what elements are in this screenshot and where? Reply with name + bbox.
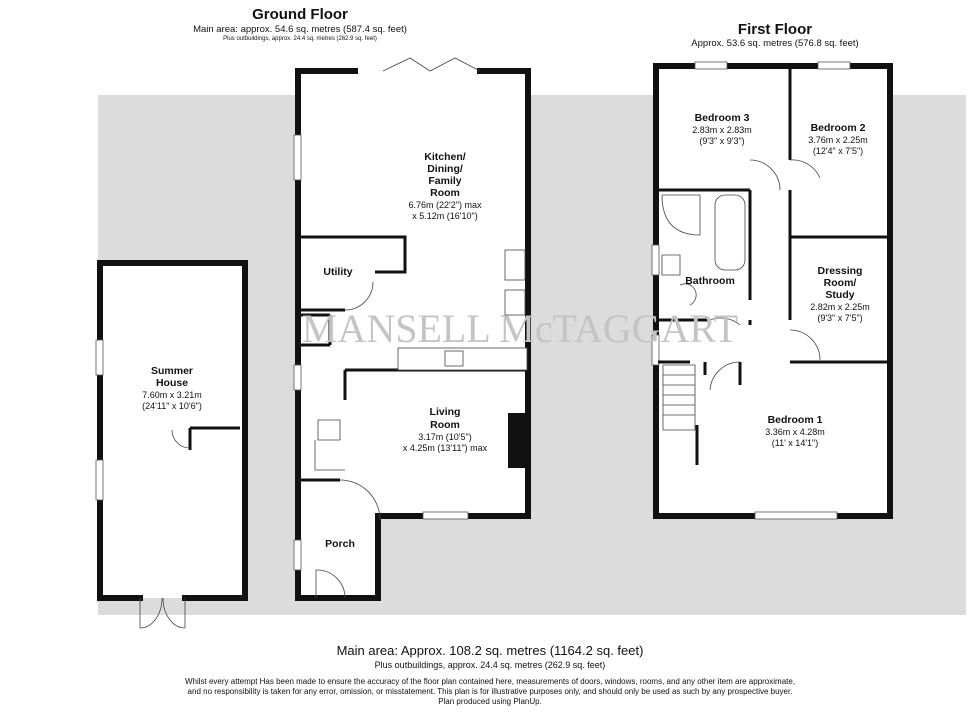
ground-floor-area: Main area: approx. 54.6 sq. metres (587.… bbox=[193, 24, 407, 35]
svg-text:Study: Study bbox=[825, 289, 854, 301]
ground-floor-title: Ground Floor bbox=[252, 6, 348, 23]
svg-text:Living: Living bbox=[430, 406, 461, 418]
room-label-dressing-room: Dressing Room/ Study 2.82m x 2.25m (9'3"… bbox=[810, 265, 870, 323]
svg-text:Kitchen/: Kitchen/ bbox=[424, 151, 466, 163]
svg-text:3.36m x 4.28m: 3.36m x 4.28m bbox=[765, 427, 825, 437]
svg-text:(11' x 14'1"): (11' x 14'1") bbox=[772, 438, 819, 448]
svg-text:Room: Room bbox=[430, 187, 460, 199]
room-label-bedroom-3: Bedroom 3 2.83m x 2.83m (9'3" x 9'3") bbox=[692, 112, 752, 146]
first-floor-area: Approx. 53.6 sq. metres (576.8 sq. feet) bbox=[691, 38, 858, 49]
disclaimer-line-2: and no responsibility is taken for any e… bbox=[187, 687, 793, 696]
summer-house-plan bbox=[95, 260, 248, 629]
room-label-bathroom: Bathroom bbox=[685, 275, 735, 287]
svg-text:2.83m x 2.83m: 2.83m x 2.83m bbox=[692, 125, 752, 135]
disclaimer-line-3: Plan produced using PlanUp. bbox=[438, 697, 542, 706]
svg-text:x 4.25m (13'11") max: x 4.25m (13'11") max bbox=[403, 443, 488, 453]
room-label-bedroom-2: Bedroom 2 3.76m x 2.25m (12'4" x 7'5") bbox=[808, 122, 868, 156]
svg-text:(12'4" x 7'5"): (12'4" x 7'5") bbox=[813, 146, 863, 156]
svg-text:Summer: Summer bbox=[151, 365, 193, 377]
room-label-living-room: Living Room 3.17m (10'5") x 4.25m (13'11… bbox=[403, 406, 488, 453]
svg-text:2.82m x 2.25m: 2.82m x 2.25m bbox=[810, 302, 870, 312]
svg-text:Bedroom 1: Bedroom 1 bbox=[768, 414, 823, 426]
room-label-kitchen: Kitchen/ Dining/ Family Room 6.76m (22'2… bbox=[409, 151, 482, 221]
room-label-porch: Porch bbox=[325, 538, 355, 550]
total-outbuildings: Plus outbuildings, approx. 24.4 sq. metr… bbox=[374, 660, 606, 670]
svg-text:Dressing: Dressing bbox=[818, 265, 863, 277]
svg-text:3.17m (10'5"): 3.17m (10'5") bbox=[418, 432, 471, 442]
svg-text:Room/: Room/ bbox=[824, 277, 857, 289]
room-label-utility: Utility bbox=[323, 266, 352, 278]
svg-text:Dining/: Dining/ bbox=[427, 163, 463, 175]
svg-text:7.60m x 3.21m: 7.60m x 3.21m bbox=[142, 390, 202, 400]
first-floor-plan bbox=[651, 61, 893, 520]
ground-floor-outbuildings: Plus outbuildings, approx. 24.4 sq. metr… bbox=[223, 36, 377, 42]
svg-text:Family: Family bbox=[428, 175, 461, 187]
disclaimer-line-1: Whilst every attempt Has been made to en… bbox=[184, 677, 796, 686]
svg-text:Room: Room bbox=[430, 419, 460, 431]
svg-text:House: House bbox=[156, 377, 188, 389]
svg-text:(24'11" x 10'6"): (24'11" x 10'6") bbox=[142, 401, 202, 411]
svg-text:Bedroom 3: Bedroom 3 bbox=[695, 112, 750, 124]
room-label-summer-house: Summer House 7.60m x 3.21m (24'11" x 10'… bbox=[142, 365, 202, 411]
total-main-area: Main area: Approx. 108.2 sq. metres (116… bbox=[336, 643, 644, 658]
first-floor-title: First Floor bbox=[738, 21, 812, 38]
svg-text:(9'3" x 7'5"): (9'3" x 7'5") bbox=[817, 313, 862, 323]
ground-floor-plan bbox=[293, 57, 531, 601]
room-label-bedroom-1: Bedroom 1 3.36m x 4.28m (11' x 14'1") bbox=[765, 414, 825, 448]
svg-text:x 5.12m (16'10"): x 5.12m (16'10") bbox=[412, 211, 477, 221]
watermark: MANSELL McTAGGART bbox=[302, 306, 738, 351]
svg-text:(9'3" x 9'3"): (9'3" x 9'3") bbox=[699, 136, 744, 146]
svg-text:6.76m (22'2") max: 6.76m (22'2") max bbox=[409, 200, 482, 210]
svg-text:3.76m x 2.25m: 3.76m x 2.25m bbox=[808, 135, 868, 145]
svg-text:Bedroom 2: Bedroom 2 bbox=[811, 122, 866, 134]
